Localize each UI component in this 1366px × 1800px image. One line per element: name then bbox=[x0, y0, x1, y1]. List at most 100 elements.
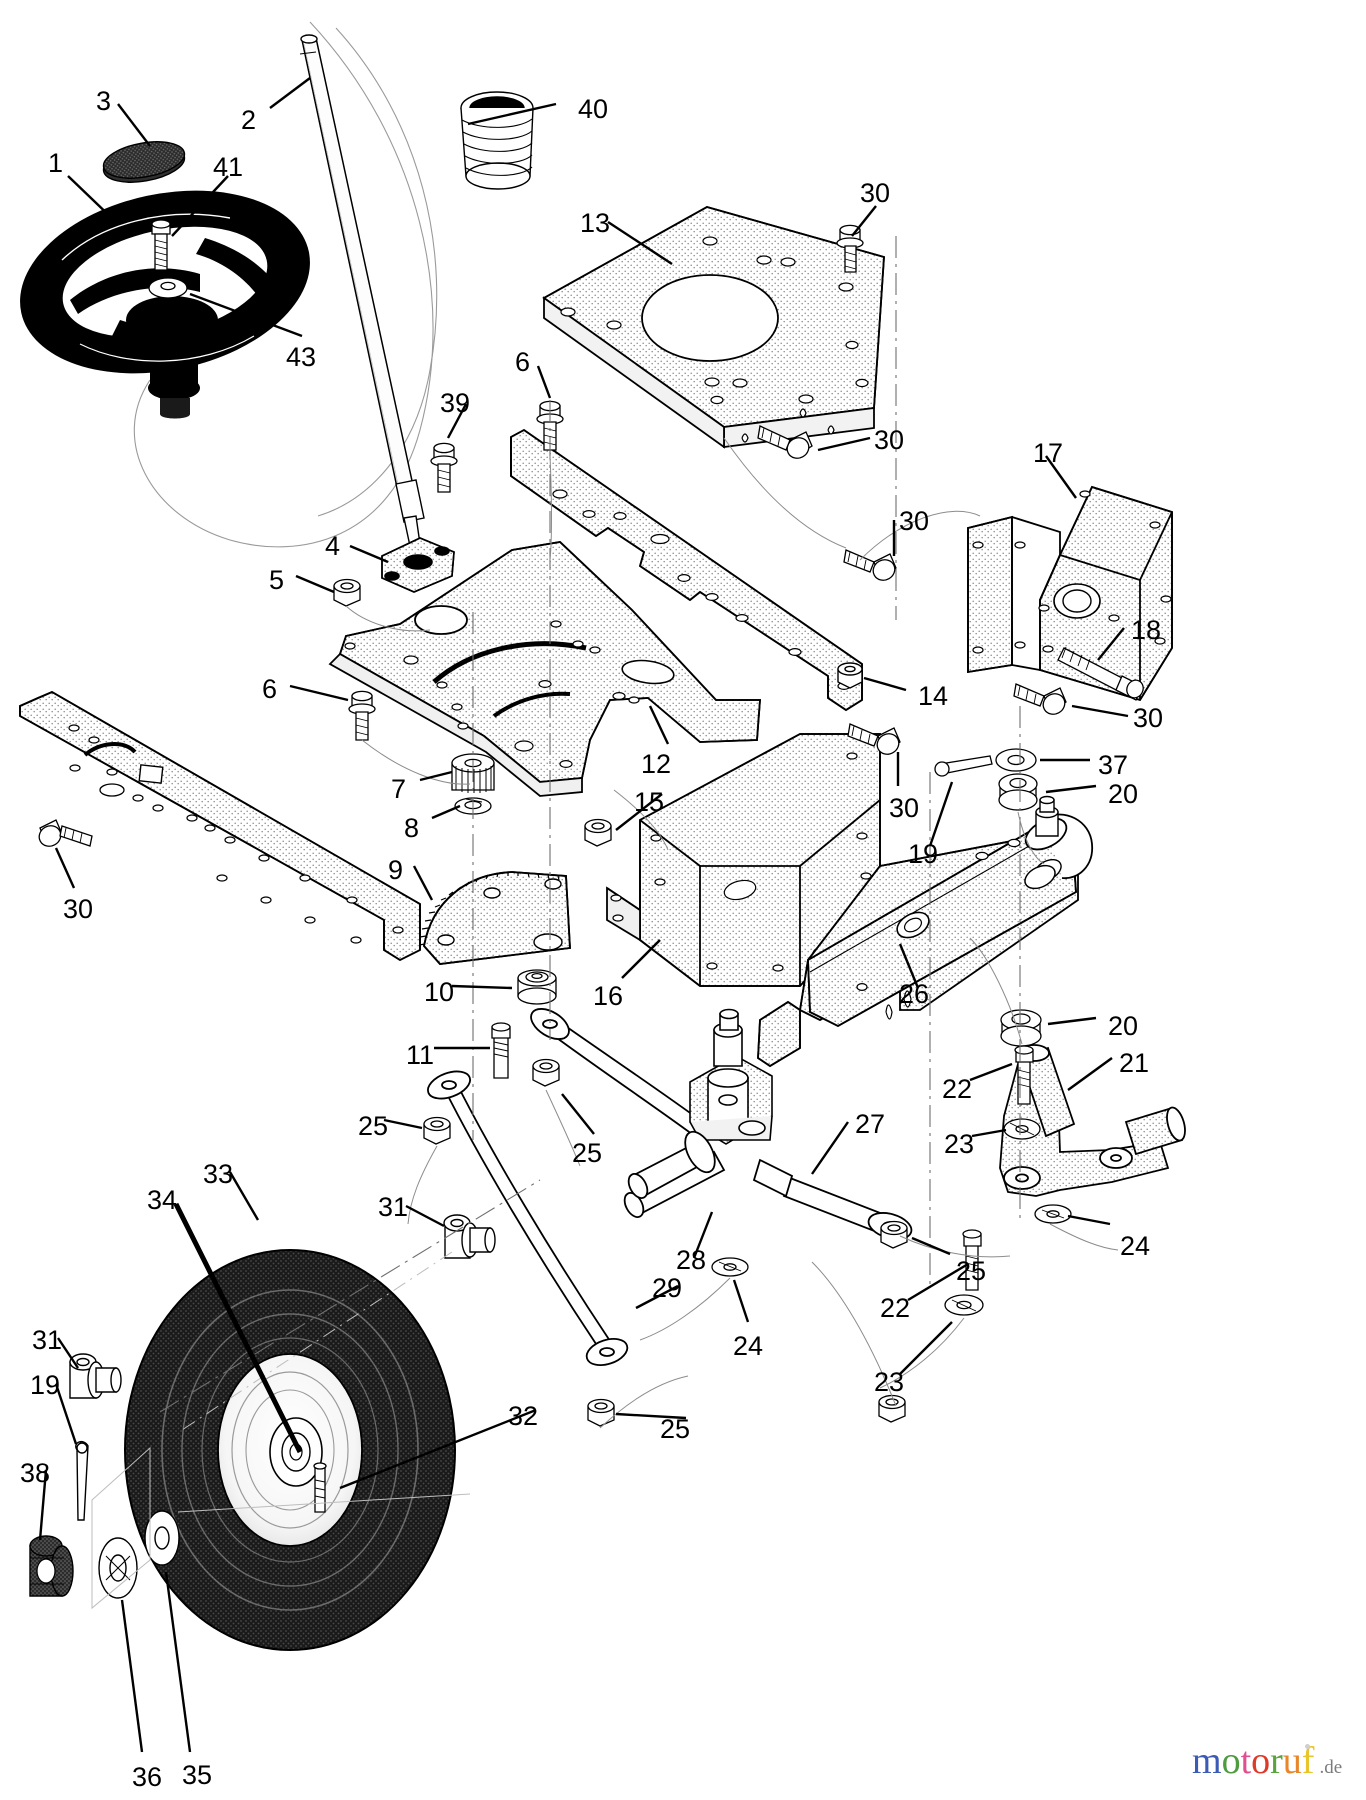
callout-washer-24: 24 bbox=[733, 1331, 764, 1361]
wheel-bushing-upper bbox=[443, 1214, 496, 1259]
callout-chassis-floor-panel-12: 12 bbox=[641, 749, 672, 779]
cotter-pin-19 bbox=[934, 755, 993, 777]
callout-flange-bushing-10: 10 bbox=[424, 977, 455, 1007]
flange-bearing-20b bbox=[1000, 1009, 1042, 1047]
steering-shaft-group bbox=[299, 27, 438, 547]
front-axle-beam bbox=[757, 795, 1093, 1068]
fasteners-group bbox=[38, 224, 1144, 1427]
callout-steering-wheel-1: 1 bbox=[48, 148, 64, 178]
hex-bolt-22a bbox=[1014, 1045, 1034, 1105]
callout-shoulder-screw-39: 39 bbox=[440, 388, 471, 418]
callout-wheel-bushing-31: 31 bbox=[32, 1325, 63, 1355]
callout-thrust-washer-upper-37: 37 bbox=[1098, 750, 1129, 780]
assembly-ghost-line bbox=[133, 21, 434, 548]
callout-hex-bolt-11: 11 bbox=[406, 1040, 435, 1070]
locknut-5 bbox=[333, 578, 361, 607]
flange-locknut-25d bbox=[587, 1398, 615, 1427]
flange-locknut-25a bbox=[423, 1116, 451, 1145]
callout-locknut-5: 5 bbox=[269, 565, 285, 595]
steering-sector-gear bbox=[418, 871, 571, 965]
flange-locknut-25c bbox=[878, 1394, 906, 1423]
callout-front-axle-beam-26: 26 bbox=[899, 979, 930, 1009]
callout-flat-washer-23: 23 bbox=[944, 1129, 975, 1159]
flange-bearing-20a bbox=[998, 773, 1038, 811]
callout-flange-locknut-25: 25 bbox=[660, 1414, 691, 1444]
callout-spindle-left-21: 21 bbox=[1119, 1048, 1150, 1078]
steering-shaft-adapter bbox=[381, 537, 455, 593]
assembly-ghost-line-2 bbox=[317, 27, 438, 517]
callout-self-tapping-screw-30: 30 bbox=[63, 894, 94, 924]
watermark-letter: m bbox=[1192, 1740, 1222, 1782]
self-tapping-screw-30d bbox=[1013, 683, 1067, 715]
self-tapping-screw-30b bbox=[757, 425, 813, 459]
self-tapping-screw-30c bbox=[843, 549, 897, 581]
callout-front-frame-bracket-17: 17 bbox=[1033, 438, 1064, 468]
washer-24a bbox=[1034, 1204, 1072, 1224]
callout-self-tapping-screw-30: 30 bbox=[889, 793, 920, 823]
flat-washer-23a bbox=[1003, 1118, 1041, 1140]
steering-arm-rod bbox=[530, 1008, 710, 1142]
flat-washer-23b bbox=[944, 1294, 984, 1316]
axle-stub bbox=[627, 1130, 716, 1199]
callout-flat-washer-large-36: 36 bbox=[132, 1762, 163, 1792]
callout-valve-stem-32: 32 bbox=[508, 1401, 539, 1431]
valve-stem bbox=[313, 1462, 327, 1513]
self-tapping-screw-30f bbox=[38, 819, 93, 847]
flange-locknut-15 bbox=[584, 818, 612, 847]
callout-hex-washer-screw-6: 6 bbox=[262, 674, 278, 704]
front-bracket-support bbox=[606, 733, 881, 987]
linkage-group bbox=[427, 1008, 913, 1367]
callout-tie-rod-left-29: 29 bbox=[652, 1273, 683, 1303]
callout-washer-24: 24 bbox=[1120, 1231, 1151, 1261]
flange-bushing-10 bbox=[517, 969, 557, 1005]
callout-steering-sector-gear-9: 9 bbox=[388, 855, 404, 885]
callout-self-tapping-screw-30: 30 bbox=[874, 425, 905, 455]
watermark-tld: .de bbox=[1319, 1757, 1343, 1778]
callout-steering-pinion-gear-7: 7 bbox=[391, 774, 407, 804]
callout-flange-bearing-20: 20 bbox=[1108, 779, 1139, 809]
watermark-letter: o bbox=[1251, 1740, 1271, 1782]
callout-hex-washer-screw-6: 6 bbox=[515, 347, 531, 377]
callout-hex-bolt-spindle-22: 22 bbox=[942, 1074, 973, 1104]
hex-bolt-22b bbox=[962, 1229, 982, 1291]
callout-cotter-pin-19: 19 bbox=[908, 839, 939, 869]
motoruf-watermark: motoruf.de bbox=[1192, 1742, 1342, 1780]
watermark-letter: t bbox=[1240, 1740, 1252, 1782]
callout-steering-shaft-adapter-4: 4 bbox=[325, 531, 341, 561]
hex-washer-screw-6b bbox=[348, 690, 376, 741]
hex-bolt-long-18 bbox=[1057, 646, 1144, 701]
hex-bolt-11 bbox=[491, 1022, 511, 1079]
callout-engine-mount-plate-13: 13 bbox=[580, 208, 611, 238]
callout-hex-bolt-long-18: 18 bbox=[1131, 615, 1162, 645]
callout-self-tapping-screw-30: 30 bbox=[860, 178, 891, 208]
callout-flange-bearing-20: 20 bbox=[1108, 1011, 1139, 1041]
callout-flat-washer-23: 23 bbox=[874, 1367, 905, 1397]
callout-frame-side-rail-right-14: 14 bbox=[918, 681, 949, 711]
watermark-letter: o bbox=[1221, 1740, 1241, 1782]
tie-rod-left bbox=[427, 1070, 629, 1367]
wheel-bushing-lower bbox=[69, 1353, 122, 1399]
steering-shaft-sleeve bbox=[460, 91, 534, 190]
callout-steering-shaft-upper-2: 2 bbox=[241, 105, 257, 135]
callout-drag-link-right-27: 27 bbox=[855, 1109, 886, 1139]
watermark-letter: r bbox=[1270, 1740, 1283, 1782]
callout-hub-cap-38: 38 bbox=[20, 1458, 51, 1488]
callout-self-tapping-screw-30: 30 bbox=[1133, 703, 1164, 733]
callout-flange-locknut-25: 25 bbox=[572, 1138, 603, 1168]
steering-wheel-bolt bbox=[151, 219, 171, 271]
front-wheel-assembly bbox=[124, 1249, 456, 1651]
callout-steering-wheel-washer-43: 43 bbox=[286, 342, 317, 372]
flange-locknut-25e bbox=[880, 1220, 908, 1249]
callout-retaining-washer-8: 8 bbox=[404, 813, 420, 843]
frame-side-rail-left bbox=[19, 690, 421, 962]
thrust-washer bbox=[144, 1510, 180, 1566]
watermark-dot bbox=[1305, 1744, 1311, 1749]
thrust-washer-37 bbox=[995, 748, 1037, 772]
flat-washer-large bbox=[98, 1537, 138, 1599]
callout-wheel-bushing-31: 31 bbox=[378, 1192, 409, 1222]
steering-shaft-upper bbox=[299, 34, 425, 547]
callout-flange-locknut-25: 25 bbox=[956, 1256, 987, 1286]
shoulder-screw-39 bbox=[430, 442, 458, 493]
